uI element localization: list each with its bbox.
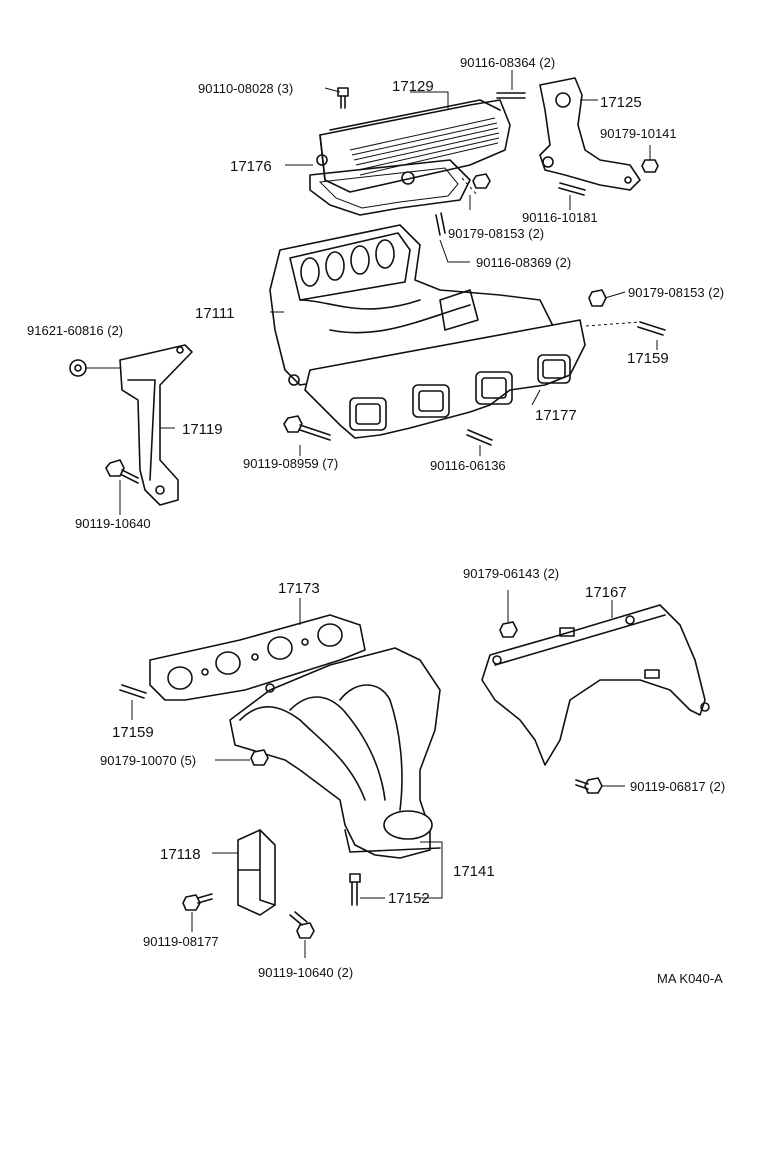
label-90179-08153-a: 90179-08153 (2) bbox=[448, 226, 544, 241]
label-17159-bottom: 17159 bbox=[112, 724, 154, 741]
heat-insulator-17167 bbox=[481, 604, 710, 766]
stud-17152 bbox=[349, 873, 361, 906]
nut-90179-10141 bbox=[641, 159, 659, 173]
label-90119-08177: 90119-08177 bbox=[143, 934, 219, 949]
label-17118: 17118 bbox=[160, 846, 201, 863]
stud-17159-top bbox=[637, 321, 666, 336]
bracket-17125 bbox=[539, 77, 641, 191]
nut-90179-10070 bbox=[250, 749, 269, 766]
label-17167: 17167 bbox=[585, 584, 627, 601]
label-90119-08959: 90119-08959 (7) bbox=[243, 456, 338, 471]
stud-17159-bottom bbox=[119, 684, 147, 699]
stud-90116-06136 bbox=[466, 429, 493, 446]
nut-90179-08153-a bbox=[472, 173, 491, 189]
manifold-stay-17119 bbox=[119, 344, 193, 506]
label-90119-10640: 90119-10640 bbox=[75, 516, 151, 531]
bolt-90110-08028 bbox=[337, 87, 349, 109]
label-17177: 17177 bbox=[535, 407, 577, 424]
bolt-90119-08959 bbox=[283, 415, 331, 441]
label-17159-top: 17159 bbox=[627, 350, 669, 367]
exhaust-manifold-17141 bbox=[229, 647, 441, 859]
plenum-gasket-17176 bbox=[309, 159, 471, 216]
label-90179-10141: 90179-10141 bbox=[600, 126, 677, 141]
label-17111: 17111 bbox=[195, 305, 235, 322]
label-90116-08369: 90116-08369 (2) bbox=[476, 255, 571, 270]
label-90119-06817: 90119-06817 (2) bbox=[630, 779, 725, 794]
stud-90116-08364 bbox=[496, 92, 526, 99]
label-17129: 17129 bbox=[392, 78, 434, 95]
stud-90116-08369 bbox=[435, 212, 446, 236]
diagram-reference-code: MA K040-A bbox=[657, 971, 723, 986]
label-90179-06143: 90179-06143 (2) bbox=[463, 566, 559, 581]
label-17125: 17125 bbox=[600, 94, 642, 111]
bolt-90119-10640-2 bbox=[289, 911, 315, 939]
label-90179-10070: 90179-10070 (5) bbox=[100, 753, 196, 768]
bolt-90119-08177 bbox=[182, 893, 213, 911]
label-91621-60816: 91621-60816 (2) bbox=[27, 323, 123, 338]
label-90110-08028: 90110-08028 (3) bbox=[198, 81, 293, 96]
label-90116-10181: 90116-10181 bbox=[522, 210, 598, 225]
bolt-90119-06817 bbox=[575, 777, 603, 794]
label-17141: 17141 bbox=[453, 863, 495, 880]
nut-90179-06143 bbox=[499, 621, 518, 638]
bracket-17118 bbox=[237, 829, 276, 916]
label-17176: 17176 bbox=[230, 158, 272, 175]
leader-lines bbox=[85, 70, 658, 958]
label-17152: 17152 bbox=[388, 890, 430, 907]
label-90116-06136: 90116-06136 bbox=[430, 458, 506, 473]
label-17119: 17119 bbox=[182, 421, 223, 438]
label-90179-08153-b: 90179-08153 (2) bbox=[628, 285, 724, 300]
label-90116-08364: 90116-08364 (2) bbox=[460, 55, 555, 70]
stud-90116-10181 bbox=[558, 182, 586, 196]
bolt-90119-10640 bbox=[105, 459, 139, 484]
nut-90179-08153-b bbox=[588, 289, 607, 307]
manifold-gasket-17177 bbox=[304, 319, 586, 439]
label-17173: 17173 bbox=[278, 580, 320, 597]
label-90119-10640-2: 90119-10640 (2) bbox=[258, 965, 353, 980]
nut-91621-60816 bbox=[69, 359, 87, 377]
